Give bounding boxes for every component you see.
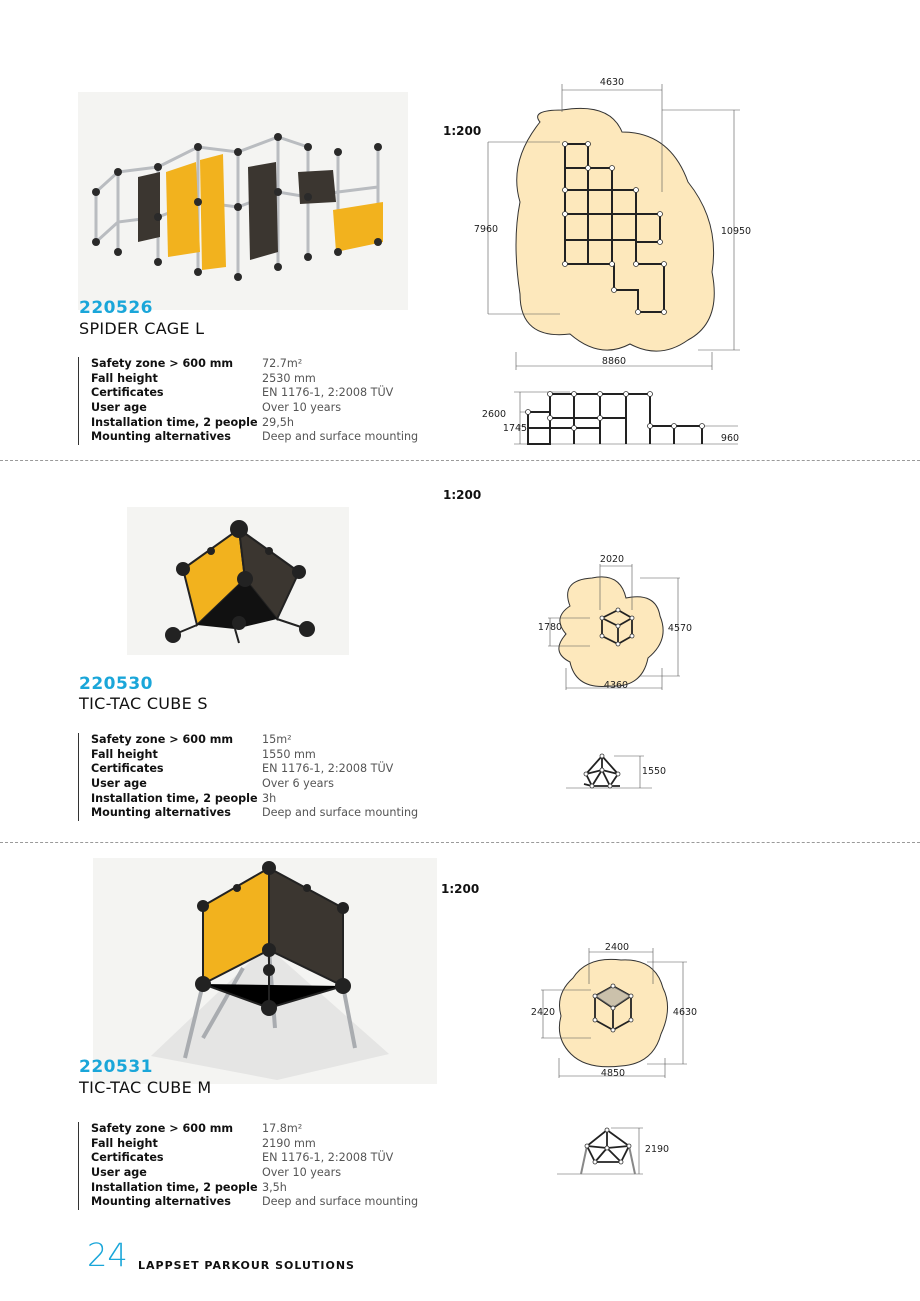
dimension-right: 10950 xyxy=(721,226,751,237)
plan-drawing-tic-tac-cube-s: 2020 1780 4570 4360 xyxy=(538,554,692,691)
spec-row: Certificates EN 1176-1, 2:2008 TÜV xyxy=(91,386,418,401)
elevation-drawing-tic-tac-cube-s: 1550 xyxy=(566,753,666,789)
dimension-left: 1780 xyxy=(538,622,562,633)
spec-value: 15m² xyxy=(262,733,292,746)
spec-label: Safety zone > 600 mm xyxy=(91,733,234,746)
plan-drawing-spider-cage: 4630 7960 10950 8860 xyxy=(474,77,751,370)
spec-row: Installation time, 2 people 29,5h xyxy=(91,416,418,431)
spec-value: 1550 mm xyxy=(262,747,316,761)
spec-row: Mounting alternatives Deep and surface mo… xyxy=(91,806,418,821)
spec-row: Fall height 1550 mm xyxy=(91,748,418,763)
product-name: TIC-TAC CUBE M xyxy=(79,1078,212,1097)
spec-value: EN 1176-1, 2:2008 TÜV xyxy=(262,1151,394,1165)
spec-label: Fall height xyxy=(91,371,158,385)
spec-value: EN 1176-1, 2:2008 TÜV xyxy=(262,762,394,776)
spec-row: Safety zone > 600 mm 15m² xyxy=(91,733,418,748)
spec-label: Mounting alternatives xyxy=(91,1195,231,1209)
spec-label: User age xyxy=(91,777,147,791)
spec-row: Mounting alternatives Deep and surface mo… xyxy=(91,1195,418,1210)
product-photo-spider-cage xyxy=(78,92,408,310)
dimension-low-height: 960 xyxy=(721,433,739,444)
spec-label: Safety zone > 600 mm xyxy=(91,1122,234,1135)
elevation-drawing-spider-cage: 2600 1745 960 xyxy=(482,391,739,445)
spec-label: Certificates xyxy=(91,762,164,776)
spec-row: Installation time, 2 people 3h xyxy=(91,792,418,807)
spec-value: 3,5h xyxy=(262,1180,287,1194)
spec-value: 2190 mm xyxy=(262,1136,316,1150)
dimension-top: 2400 xyxy=(605,942,629,953)
dimension-mid-height: 1745 xyxy=(503,423,527,434)
spec-label: User age xyxy=(91,1166,147,1180)
spec-label: Fall height xyxy=(91,1136,158,1150)
spec-value: 29,5h xyxy=(262,415,295,429)
spec-row: Certificates EN 1176-1, 2:2008 TÜV xyxy=(91,762,418,777)
spec-row: Safety zone > 600 mm 17.8m² xyxy=(91,1122,418,1137)
spec-table: Safety zone > 600 mm 17.8m² Fall height 21… xyxy=(78,1122,418,1211)
spec-label: Fall height xyxy=(91,747,158,761)
spec-label: Safety zone > 600 mm xyxy=(91,357,234,370)
spec-row: User age Over 10 years xyxy=(91,1166,418,1181)
dimension-right: 4630 xyxy=(673,1007,697,1018)
spec-label: Mounting alternatives xyxy=(91,430,231,444)
spec-label: Installation time, 2 people xyxy=(91,791,258,805)
spec-value: 17.8m² xyxy=(262,1122,303,1135)
spec-label: Certificates xyxy=(91,386,164,400)
dimension-bottom: 4850 xyxy=(601,1068,625,1079)
spec-value: Deep and surface mounting xyxy=(262,430,419,444)
plan-drawing-tic-tac-cube-m: 2400 2420 4630 4850 xyxy=(531,942,697,1079)
spec-row: Fall height 2190 mm xyxy=(91,1137,418,1152)
section-divider xyxy=(0,842,920,843)
dimension-bottom: 8860 xyxy=(602,356,626,367)
spec-label: Mounting alternatives xyxy=(91,806,231,820)
elevation-drawing-tic-tac-cube-m: 2190 xyxy=(557,1127,669,1175)
spec-row: User age Over 10 years xyxy=(91,401,418,416)
spec-value: Deep and surface mounting xyxy=(262,806,419,820)
drawing-scale: 1:200 xyxy=(443,488,482,502)
dimension-height: 1550 xyxy=(642,766,666,777)
spec-row: Safety zone > 600 mm 72.7m² xyxy=(91,357,418,372)
product-name: SPIDER CAGE L xyxy=(79,319,205,338)
spec-table: Safety zone > 600 mm 72.7m² Fall height 25… xyxy=(78,357,418,446)
dimension-left: 7960 xyxy=(474,224,498,235)
spec-value: 2530 mm xyxy=(262,371,316,385)
spec-row: Installation time, 2 people 3,5h xyxy=(91,1181,418,1196)
spec-value: Over 10 years xyxy=(262,1166,342,1180)
product-code: 220526 xyxy=(79,298,153,318)
spec-value: Over 6 years xyxy=(262,777,334,791)
spec-row: Certificates EN 1176-1, 2:2008 TÜV xyxy=(91,1151,418,1166)
dimension-left: 2420 xyxy=(531,1007,555,1018)
product-code: 220531 xyxy=(79,1057,153,1077)
spec-row: User age Over 6 years xyxy=(91,777,418,792)
page-number: 24 xyxy=(87,1236,128,1274)
product-name: TIC-TAC CUBE S xyxy=(79,694,208,713)
dimension-right: 4570 xyxy=(668,623,692,634)
spec-row: Fall height 2530 mm xyxy=(91,372,418,387)
product-code: 220530 xyxy=(79,674,153,694)
section-divider xyxy=(0,460,920,461)
dimension-height: 2190 xyxy=(645,1144,669,1155)
dimension-top: 2020 xyxy=(600,554,624,565)
footer-title: LAPPSET PARKOUR SOLUTIONS xyxy=(138,1259,355,1272)
drawing-scale: 1:200 xyxy=(441,882,480,896)
spec-table: Safety zone > 600 mm 15m² Fall height 1550… xyxy=(78,733,418,822)
spec-value: Over 10 years xyxy=(262,401,342,415)
dimension-top: 4630 xyxy=(600,77,624,88)
drawing-scale: 1:200 xyxy=(443,124,482,138)
product-photo-tic-tac-cube-m xyxy=(93,858,437,1084)
spec-value: 72.7m² xyxy=(262,357,303,370)
spec-row: Mounting alternatives Deep and surface mo… xyxy=(91,430,418,445)
spec-label: Certificates xyxy=(91,1151,164,1165)
dimension-total-height: 2600 xyxy=(482,409,506,420)
spec-label: User age xyxy=(91,401,147,415)
spec-value: 3h xyxy=(262,791,277,805)
dimension-bottom: 4360 xyxy=(604,680,628,691)
spec-value: EN 1176-1, 2:2008 TÜV xyxy=(262,386,394,400)
spec-label: Installation time, 2 people xyxy=(91,1180,258,1194)
spec-value: Deep and surface mounting xyxy=(262,1195,419,1209)
spec-label: Installation time, 2 people xyxy=(91,415,258,429)
product-photo-tic-tac-cube-s xyxy=(127,507,349,655)
